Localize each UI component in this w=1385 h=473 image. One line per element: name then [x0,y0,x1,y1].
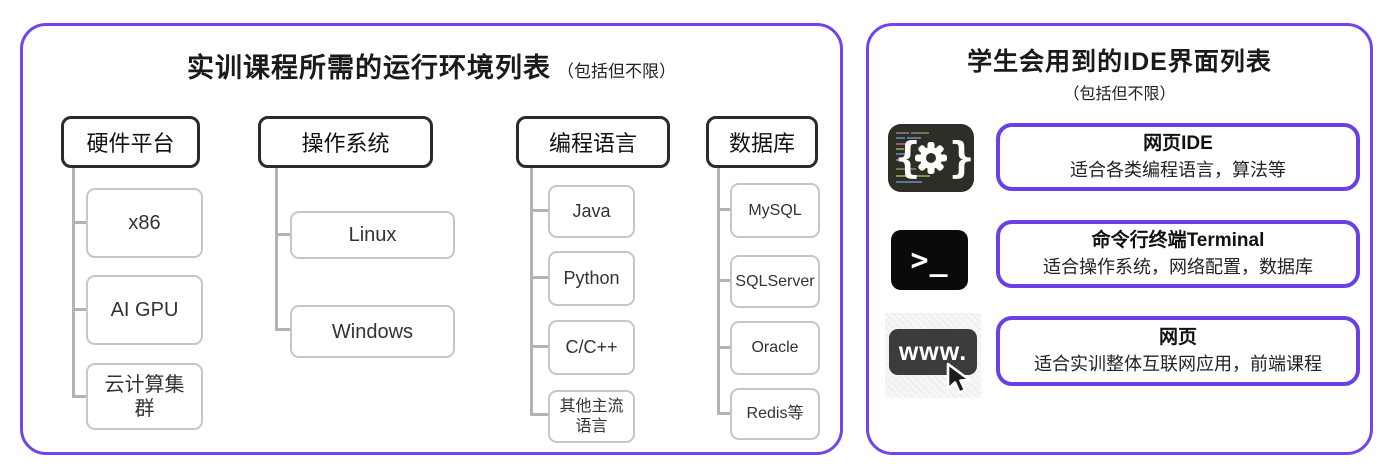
connector-stub [72,221,90,224]
connector-stub [530,209,552,212]
connector-stub [717,208,734,211]
ide-item-web-ide: 网页IDE 适合各类编程语言，算法等 [996,123,1360,191]
connector-stub [275,233,294,236]
left-panel-title-text: 实训课程所需的运行环境列表 [187,53,551,83]
runtime-environments-panel: 实训课程所需的运行环境列表 （包括但不限） 硬件平台 x86 AI GPU 云计算… [20,23,843,455]
ide-list-panel: 学生会用到的IDE界面列表 （包括但不限） { } [866,23,1373,455]
right-panel-title-note: （包括但不限） [1063,86,1176,103]
web-ide-icon: { } [888,124,974,192]
tree-item-python: Python [548,251,635,306]
terminal-icon-glyph: >_ [910,242,949,278]
connector-stub [717,346,734,349]
ide-item-name: 网页 [1158,326,1197,348]
tree-item-windows: Windows [290,305,455,358]
ide-item-desc: 适合操作系统，网络配置，数据库 [1043,256,1313,277]
ide-item-web-page: 网页 适合实训整体互联网应用，前端课程 [996,316,1360,386]
connector-trunk-database [717,168,720,415]
left-panel-title-note: （包括但不限） [557,62,676,81]
tree-item-ai-gpu: AI GPU [86,275,203,345]
right-panel-title: 学生会用到的IDE界面列表 （包括但不限） [869,42,1370,104]
tree-item-other-languages: 其他主流语言 [548,390,635,443]
tree-item-x86: x86 [86,188,203,258]
connector-trunk-hardware [72,168,75,398]
category-database: 数据库 [706,116,818,168]
tree-item-oracle: Oracle [730,321,820,375]
tree-item-sqlserver: SQLServer [730,255,820,308]
connector-stub [530,413,552,416]
right-panel-title-text: 学生会用到的IDE界面列表 [967,48,1272,76]
connector-trunk-os [275,168,278,331]
tree-item-mysql: MySQL [730,183,820,238]
connector-trunk-language [530,168,533,416]
tree-item-redis: Redis等 [730,388,820,440]
tree-item-c-cpp: C/C++ [548,320,635,375]
www-icon: www. [885,313,981,398]
ide-item-name: 命令行终端Terminal [1091,229,1265,251]
connector-stub [72,395,90,398]
ide-item-desc: 适合各类编程语言，算法等 [1070,159,1286,180]
connector-stub [72,308,90,311]
tree-item-linux: Linux [290,211,455,259]
connector-stub [275,328,294,331]
connector-stub [530,276,552,279]
svg-text:}: } [949,133,974,182]
terminal-icon: >_ [891,230,968,290]
category-operating-system: 操作系统 [258,116,433,168]
connector-stub [717,412,734,415]
category-hardware-platform: 硬件平台 [61,116,200,168]
ide-item-name: 网页IDE [1143,132,1213,154]
www-icon-label: www. [889,329,977,375]
connector-stub [717,279,734,282]
tree-item-java: Java [548,185,635,238]
ide-item-desc: 适合实训整体互联网应用，前端课程 [1034,353,1322,374]
category-programming-language: 编程语言 [516,116,670,168]
connector-stub [530,345,552,348]
mouse-cursor-icon [946,362,971,394]
ide-item-terminal: 命令行终端Terminal 适合操作系统，网络配置，数据库 [996,220,1360,288]
tree-item-cloud-cluster: 云计算集群 [86,363,203,430]
left-panel-title: 实训课程所需的运行环境列表 （包括但不限） [23,46,840,85]
